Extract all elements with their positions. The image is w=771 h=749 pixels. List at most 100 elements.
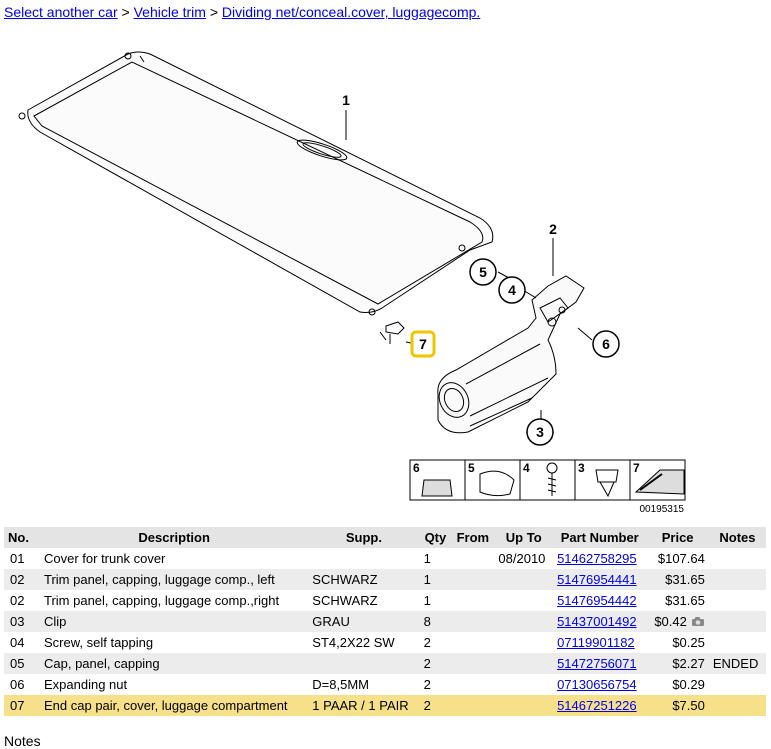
row-description: Trim panel, capping, luggage comp., left	[40, 569, 309, 590]
row-upto	[494, 674, 553, 695]
row-upto: 08/2010	[498, 551, 546, 566]
breadcrumb-current-link[interactable]: Dividing net/conceal.cover, luggagecomp.	[221, 4, 481, 20]
callout-6: 6	[602, 336, 610, 352]
callout-3: 3	[536, 424, 544, 440]
row-price: $2.27	[646, 653, 709, 674]
part-number-link[interactable]: 07130656754	[557, 677, 637, 692]
row-supp: SCHWARZ	[308, 569, 420, 590]
col-header-supp: Supp.	[308, 527, 420, 548]
row-price: $0.29	[672, 677, 705, 692]
row-description: Cap, panel, capping	[40, 653, 309, 674]
notes-heading: Notes	[4, 733, 41, 749]
row-notes: ENDED	[708, 653, 766, 674]
row-no: 01	[10, 551, 25, 566]
row-upto	[494, 611, 554, 632]
legend-label-6: 6	[413, 461, 420, 475]
table-row[interactable]: 01 Cover for trunk cover 1 08/2010 51462…	[4, 548, 766, 569]
row-notes	[709, 674, 766, 695]
row-qty: 2	[419, 653, 452, 674]
row-notes	[708, 611, 766, 632]
row-no: 02	[4, 569, 40, 590]
row-supp: D=8,5MM	[312, 677, 370, 692]
parts-diagram: 1 2 5 4 6 3 7	[0, 22, 771, 517]
row-price: $7.50	[646, 695, 709, 716]
callout-7-highlight	[410, 330, 436, 358]
row-price: $31.65	[665, 593, 705, 608]
row-from	[451, 590, 494, 611]
legend-label-5: 5	[468, 461, 475, 475]
row-no: 07	[4, 695, 40, 716]
col-header-notes: Notes	[708, 527, 766, 548]
col-header-part-number: Part Number	[553, 527, 647, 548]
table-header-row: No. Description Supp. Qty From Up To Par…	[4, 527, 766, 548]
col-header-upto: Up To	[494, 527, 554, 548]
table-row[interactable]: 04 Screw, self tapping ST4,2X22 SW 2 071…	[4, 632, 766, 653]
breadcrumb-vehicle-trim-link[interactable]: Vehicle trim	[133, 4, 206, 20]
row-from	[451, 695, 495, 716]
cover-panel-drawing	[27, 51, 494, 313]
row-price: $0.42	[654, 614, 687, 629]
row-qty: 1	[419, 569, 452, 590]
part-number-link[interactable]: 51476954441	[557, 572, 637, 587]
callout-5: 5	[479, 264, 487, 280]
parts-table: No. Description Supp. Qty From Up To Par…	[4, 527, 766, 716]
row-description: Expanding nut	[44, 677, 128, 692]
callout-4: 4	[508, 282, 516, 298]
row-upto	[494, 695, 554, 716]
row-price-cell: $0.42	[646, 611, 709, 632]
row-qty: 2	[419, 695, 452, 716]
row-description: Screw, self tapping	[44, 635, 154, 650]
table-row[interactable]: 05 Cap, panel, capping 2 51472756071 $2.…	[4, 653, 766, 674]
row-price: $31.65	[646, 569, 709, 590]
col-header-price: Price	[646, 527, 709, 548]
row-from	[451, 548, 494, 569]
row-price: $0.25	[672, 635, 705, 650]
row-from	[451, 569, 495, 590]
row-qty: 2	[423, 635, 431, 650]
part-number-link[interactable]: 51472756071	[557, 656, 637, 671]
camera-icon[interactable]	[691, 616, 705, 627]
row-no: 05	[4, 653, 40, 674]
col-header-qty: Qty	[419, 527, 452, 548]
legend-label-7: 7	[633, 461, 640, 475]
part-number-link[interactable]: 51437001492	[557, 614, 637, 629]
row-description: End cap pair, cover, luggage compartment	[40, 695, 309, 716]
row-from	[451, 674, 494, 695]
drawing-number: 00195315	[640, 504, 685, 515]
breadcrumb-separator: >	[209, 4, 219, 20]
row-notes	[709, 590, 766, 611]
table-row-selected[interactable]: 07 End cap pair, cover, luggage compartm…	[4, 695, 766, 716]
table-row[interactable]: 03 Clip GRAU 8 51437001492 $0.42	[4, 611, 766, 632]
legend-label-3: 3	[578, 461, 585, 475]
table-row[interactable]: 02 Trim panel, capping, luggage comp.,ri…	[4, 590, 766, 611]
parts-diagram-drawing: 1 2 5 4 6 3 7	[18, 51, 686, 515]
callout-1: 1	[342, 92, 350, 108]
row-description: Cover for trunk cover	[44, 551, 166, 566]
callout-2: 2	[549, 221, 557, 237]
row-from	[451, 653, 495, 674]
row-no: 06	[10, 677, 25, 692]
part-number-link[interactable]: 51476954442	[557, 593, 637, 608]
row-description: Trim panel, capping, luggage comp.,right	[44, 593, 280, 608]
part-number-link[interactable]: 51462758295	[557, 551, 637, 566]
row-price: $107.64	[657, 551, 705, 566]
row-supp	[308, 653, 420, 674]
table-row[interactable]: 02 Trim panel, capping, luggage comp., l…	[4, 569, 766, 590]
row-upto	[494, 632, 553, 653]
row-description: Clip	[40, 611, 309, 632]
row-notes	[708, 569, 766, 590]
row-notes	[709, 548, 766, 569]
row-supp: 1 PAAR / 1 PAIR	[308, 695, 420, 716]
breadcrumb-select-car-link[interactable]: Select another car	[4, 4, 118, 20]
row-supp: GRAU	[308, 611, 420, 632]
legend-label-4: 4	[523, 461, 530, 475]
table-row[interactable]: 06 Expanding nut D=8,5MM 2 07130656754 $…	[4, 674, 766, 695]
callout-7: 7	[419, 336, 427, 352]
row-qty: 8	[419, 611, 452, 632]
row-supp: ST4,2X22 SW	[312, 635, 395, 650]
part-number-link[interactable]: 51467251226	[557, 698, 637, 713]
row-supp	[308, 548, 419, 569]
row-notes	[708, 695, 766, 716]
col-header-description: Description	[40, 527, 309, 548]
part-number-link[interactable]: 07119901182	[557, 635, 635, 650]
